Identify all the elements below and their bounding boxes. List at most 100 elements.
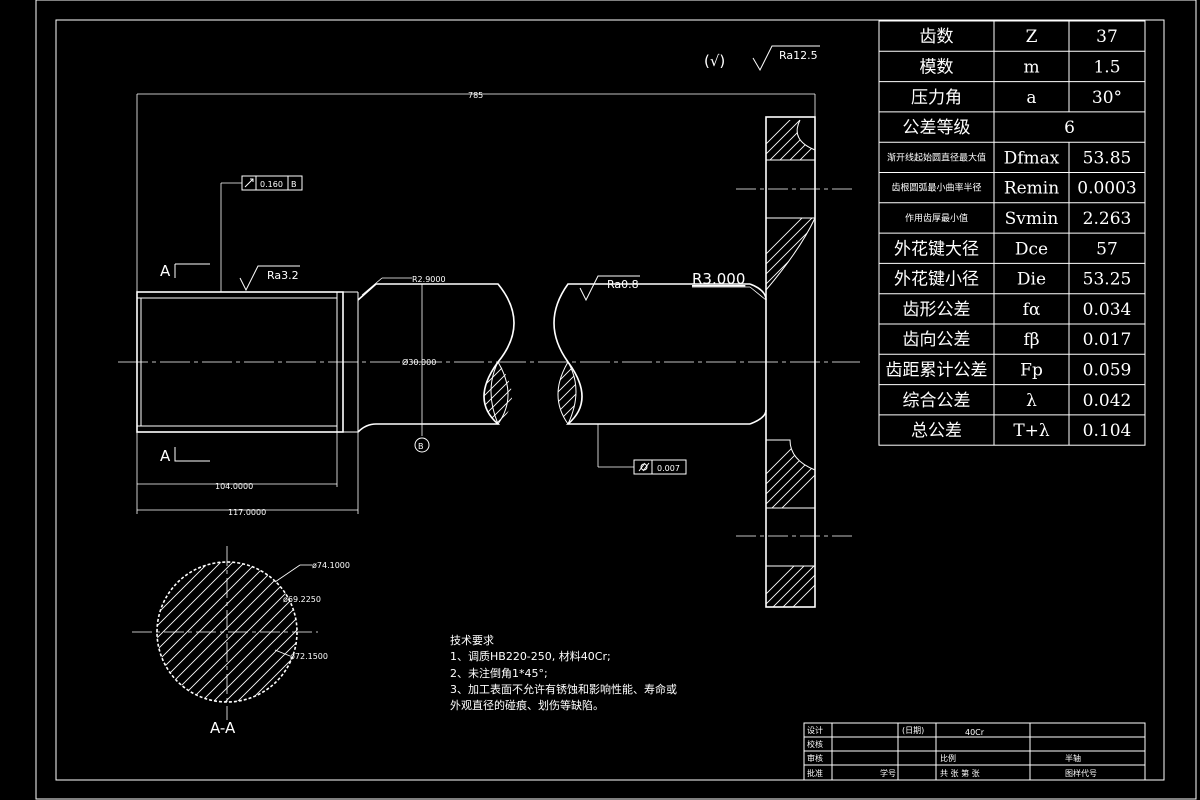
param-value: 2.263 <box>1083 209 1132 229</box>
param-name: 压力角 <box>911 88 962 108</box>
dim-shaft-diameter: Ø30.000 <box>402 357 436 367</box>
svg-text:0.160: 0.160 <box>260 180 283 189</box>
param-symbol: Svmin <box>1005 209 1059 229</box>
tech-note-line: 3、加工表面不允许有锈蚀和影响性能、寿命或 <box>450 682 677 696</box>
flange <box>765 116 816 608</box>
param-row: 外花键大径 Dce 57 <box>879 232 1145 264</box>
tb-material: 40Cr <box>965 728 985 737</box>
tb-check: 校核 <box>807 739 823 749</box>
dim-inner-length: 104.0000 <box>215 482 253 491</box>
svg-text:B: B <box>291 180 297 189</box>
param-value: 0.0003 <box>1077 179 1136 199</box>
shaft-segment-right <box>553 283 600 425</box>
tech-note-line: 2、未注倒角1*45°; <box>450 666 548 680</box>
param-row: 综合公差 λ 0.042 <box>879 384 1145 415</box>
param-value: 30° <box>1092 88 1122 108</box>
section-view-aa: ø74.1000 ø69.2250 ø72.1500 A-A <box>132 546 350 737</box>
svg-text:Ra0.8: Ra0.8 <box>607 278 639 291</box>
tb-part-name: 半轴 <box>1065 753 1081 763</box>
tb-count: 共 张 第 张 <box>940 768 980 778</box>
param-name: 模数 <box>920 57 954 77</box>
spline-section-circle <box>156 561 298 703</box>
shaft-main-view: 785 104.0000 117.0000 R2.9000 Ø30.000 R3… <box>118 45 860 608</box>
param-symbol: λ <box>1026 391 1037 411</box>
roughness-icon-shaft <box>579 275 640 302</box>
param-symbol: Die <box>1017 270 1046 290</box>
param-name: 渐开线起始圆直径最大值 <box>887 151 986 163</box>
param-row: 齿根圆弧最小曲率半径 Remin 0.0003 <box>879 172 1145 203</box>
param-value: 1.5 <box>1093 57 1120 77</box>
runout-icon <box>244 178 254 188</box>
param-row: 齿形公差 fα 0.034 <box>879 293 1145 324</box>
roughness-general-symbol: (√) <box>704 52 725 70</box>
shaft-segment-left <box>357 283 515 433</box>
param-symbol: Fp <box>1020 360 1043 380</box>
dim-section-outer: ø74.1000 <box>312 561 350 570</box>
param-value: 57 <box>1096 239 1118 259</box>
tb-scale: 比例 <box>940 753 956 763</box>
param-name: 外花键小径 <box>894 270 979 290</box>
param-symbol: Dce <box>1015 239 1048 259</box>
tb-review: 审核 <box>807 753 823 763</box>
svg-text:0.007: 0.007 <box>657 464 680 473</box>
tb-class: 学号 <box>880 768 896 778</box>
runout-frame <box>241 175 303 191</box>
section-label-bottom: A <box>160 447 171 465</box>
flange-hatching <box>766 120 815 607</box>
param-symbol: a <box>1026 88 1036 108</box>
param-symbol: fα <box>1023 300 1041 320</box>
param-name: 公差等级 <box>903 118 971 138</box>
svg-text:B: B <box>418 442 424 451</box>
break-hatch-left <box>490 361 509 426</box>
param-symbol: T+λ <box>1013 421 1050 441</box>
param-name: 齿数 <box>920 27 954 47</box>
dim-outer-length: 117.0000 <box>228 508 266 517</box>
spline-body <box>136 291 344 433</box>
tech-notes: 技术要求 1、调质HB220-250, 材料40Cr; 2、未注倒角1*45°;… <box>450 634 677 712</box>
param-name: 作用齿厚最小值 <box>905 212 968 224</box>
param-value: 53.25 <box>1083 270 1132 290</box>
param-value: 37 <box>1096 27 1118 47</box>
param-name: 综合公差 <box>903 391 971 411</box>
tech-note-line: 外观直径的碰痕、划伤等缺陷。 <box>450 698 604 712</box>
param-name: 齿形公差 <box>903 300 971 320</box>
dim-section-pitch: ø69.2250 <box>283 595 321 604</box>
dim-fillet-radius: R2.9000 <box>412 275 446 284</box>
inner-border <box>55 19 1165 781</box>
param-row: 作用齿厚最小值 Svmin 2.263 <box>879 202 1145 234</box>
datum-b-symbol <box>414 437 430 453</box>
param-row: 外花键小径 Die 53.25 <box>879 262 1145 294</box>
svg-text:Ra12.5: Ra12.5 <box>779 49 818 62</box>
param-row: 渐开线起始圆直径最大值 Dfmax 53.85 <box>879 141 1145 173</box>
param-name: 齿根圆弧最小曲率半径 <box>891 182 981 194</box>
section-title: A-A <box>210 719 236 737</box>
param-value: 0.059 <box>1083 360 1132 380</box>
param-symbol: Remin <box>1004 179 1059 199</box>
param-value: 0.017 <box>1083 330 1132 350</box>
param-symbol: m <box>1023 57 1039 77</box>
outer-border <box>35 0 1197 800</box>
section-label-top: A <box>160 262 171 280</box>
tech-note-line: 1、调质HB220-250, 材料40Cr; <box>450 649 611 663</box>
param-symbol: Dfmax <box>1004 148 1060 168</box>
svg-text:Ra3.2: Ra3.2 <box>267 269 299 282</box>
dim-overall-length: 785 <box>468 91 483 100</box>
param-value: 0.042 <box>1083 391 1132 411</box>
break-hatch-right <box>557 361 577 425</box>
param-symbol: fβ <box>1023 330 1039 350</box>
param-row: 模数 m 1.5 <box>879 50 1145 82</box>
param-value: 53.85 <box>1083 148 1132 168</box>
param-name: 总公差 <box>911 421 962 441</box>
param-row: 压力角 a 30° <box>879 81 1145 112</box>
tb-drawing-no: 图样代号 <box>1065 768 1097 778</box>
tb-design: 设计 <box>807 725 823 735</box>
param-name: 外花键大径 <box>894 239 979 259</box>
tb-approve: 批准 <box>807 768 823 778</box>
param-value: 0.034 <box>1083 300 1132 320</box>
cylindricity-frame <box>633 459 687 475</box>
